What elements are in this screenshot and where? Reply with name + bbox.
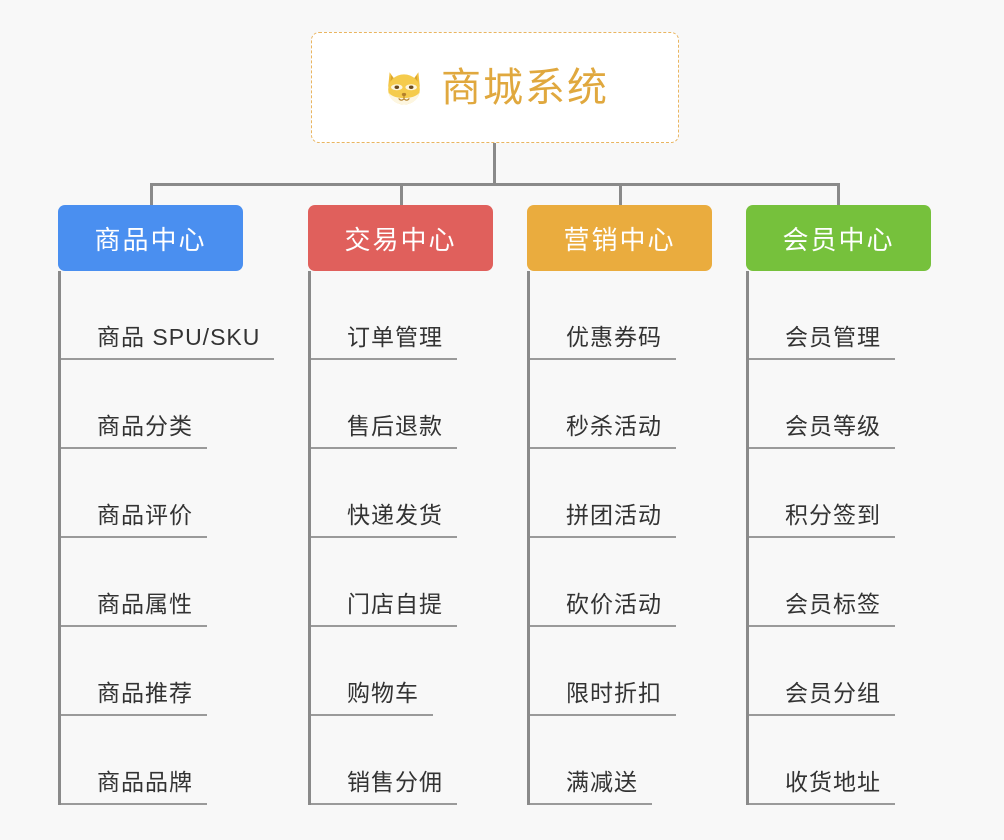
list-item[interactable]: 砍价活动 [527, 538, 712, 627]
branch-column-marketing: 营销中心 优惠券码 秒杀活动 拼团活动 砍价活动 限时折扣 满减送 [527, 205, 712, 805]
list-item-label: 会员管理 [785, 324, 881, 350]
list-item-label: 门店自提 [347, 591, 443, 617]
list-item[interactable]: 商品属性 [58, 538, 274, 627]
connector-drop-4 [837, 183, 840, 206]
list-item-label: 优惠券码 [566, 324, 662, 350]
list-item[interactable]: 会员等级 [746, 360, 931, 449]
list-item[interactable]: 会员分组 [746, 627, 931, 716]
list-item[interactable]: 商品推荐 [58, 627, 274, 716]
connector-horizontal-bus [150, 183, 840, 186]
list-item[interactable]: 商品分类 [58, 360, 274, 449]
list-item[interactable]: 优惠券码 [527, 271, 712, 360]
list-item-label: 订单管理 [347, 324, 443, 350]
branch-trunk [746, 271, 749, 805]
list-item-label: 拼团活动 [566, 502, 662, 528]
branch-column-product: 商品中心 商品 SPU/SKU 商品分类 商品评价 商品属性 商品推荐 商品品牌 [58, 205, 275, 805]
list-item-label: 砍价活动 [566, 591, 662, 617]
branch-header-label: 交易中心 [344, 224, 457, 255]
list-item[interactable]: 会员管理 [746, 271, 931, 360]
branch-column-member: 会员中心 会员管理 会员等级 积分签到 会员标签 会员分组 收货地址 [746, 205, 931, 805]
list-item-label: 会员等级 [785, 413, 881, 439]
list-item[interactable]: 商品评价 [58, 449, 274, 538]
list-item[interactable]: 会员标签 [746, 538, 931, 627]
list-item[interactable]: 商品品牌 [58, 716, 274, 805]
list-item[interactable]: 售后退款 [308, 360, 493, 449]
list-item-label: 限时折扣 [566, 680, 662, 706]
branch-items-product: 商品 SPU/SKU 商品分类 商品评价 商品属性 商品推荐 商品品牌 [58, 271, 275, 805]
list-item[interactable]: 限时折扣 [527, 627, 712, 716]
list-item[interactable]: 门店自提 [308, 538, 493, 627]
branch-header-member[interactable]: 会员中心 [746, 205, 931, 271]
connector-drop-1 [150, 183, 153, 206]
list-item-label: 商品属性 [97, 591, 193, 617]
branch-header-label: 营销中心 [563, 224, 676, 255]
connector-drop-3 [619, 183, 622, 206]
list-item[interactable]: 订单管理 [308, 271, 493, 360]
list-item-label: 快递发货 [347, 502, 443, 528]
branch-items-marketing: 优惠券码 秒杀活动 拼团活动 砍价活动 限时折扣 满减送 [527, 271, 712, 805]
list-item-label: 会员标签 [785, 591, 881, 617]
list-item-label: 购物车 [347, 680, 419, 706]
branch-header-label: 会员中心 [782, 224, 895, 255]
branch-trunk [527, 271, 530, 805]
list-item-label: 销售分佣 [347, 769, 443, 795]
list-item[interactable]: 快递发货 [308, 449, 493, 538]
list-item-label: 会员分组 [785, 680, 881, 706]
branch-trunk [58, 271, 61, 805]
list-item-label: 售后退款 [347, 413, 443, 439]
branch-header-trade[interactable]: 交易中心 [308, 205, 493, 271]
list-item[interactable]: 满减送 [527, 716, 712, 805]
list-item-label: 商品 SPU/SKU [97, 324, 261, 350]
list-item[interactable]: 商品 SPU/SKU [58, 271, 275, 360]
list-item[interactable]: 购物车 [308, 627, 493, 716]
list-item-label: 秒杀活动 [566, 413, 662, 439]
list-item-label: 商品评价 [97, 502, 193, 528]
branch-header-product[interactable]: 商品中心 [58, 205, 243, 271]
branch-column-trade: 交易中心 订单管理 售后退款 快递发货 门店自提 购物车 销售分佣 [308, 205, 493, 805]
list-item-label: 满减送 [566, 769, 638, 795]
branch-header-label: 商品中心 [94, 224, 207, 255]
list-item[interactable]: 秒杀活动 [527, 360, 712, 449]
shiba-dog-face-icon [381, 65, 427, 111]
connector-root-stem [493, 143, 496, 185]
list-item-label: 商品品牌 [97, 769, 193, 795]
list-item[interactable]: 收货地址 [746, 716, 931, 805]
list-item[interactable]: 销售分佣 [308, 716, 493, 805]
list-item[interactable]: 积分签到 [746, 449, 931, 538]
branch-items-trade: 订单管理 售后退款 快递发货 门店自提 购物车 销售分佣 [308, 271, 493, 805]
list-item[interactable]: 拼团活动 [527, 449, 712, 538]
branch-trunk [308, 271, 311, 805]
list-item-label: 商品分类 [97, 413, 193, 439]
connector-drop-2 [400, 183, 403, 206]
list-item-label: 积分签到 [785, 502, 881, 528]
root-title: 商城系统 [441, 65, 609, 110]
branch-header-marketing[interactable]: 营销中心 [527, 205, 712, 271]
list-item-label: 收货地址 [785, 769, 881, 795]
branch-items-member: 会员管理 会员等级 积分签到 会员标签 会员分组 收货地址 [746, 271, 931, 805]
root-node[interactable]: 商城系统 [311, 32, 679, 143]
list-item-label: 商品推荐 [97, 680, 193, 706]
